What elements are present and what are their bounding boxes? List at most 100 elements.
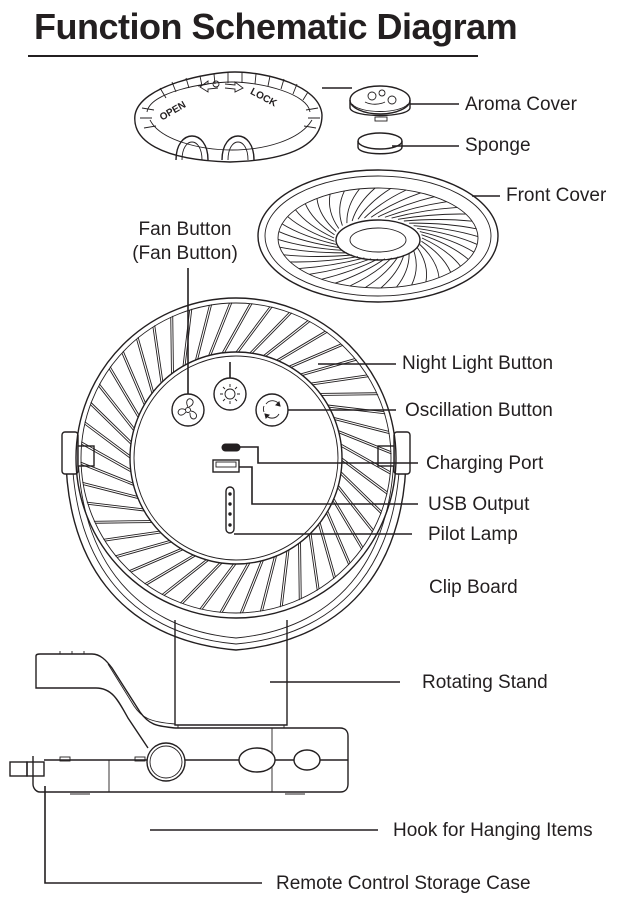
grille-bar <box>320 392 379 396</box>
usb-output-port <box>212 459 240 473</box>
front-cover-blade <box>357 188 392 220</box>
front-cover-blade <box>349 257 392 287</box>
charging-port-leader <box>240 446 418 464</box>
label-hook-for-hanging-items: Hook for Hanging Items <box>393 820 593 841</box>
grille-bar <box>170 315 174 374</box>
night-light-button[interactable] <box>213 377 247 411</box>
front-cover-blade <box>278 231 339 248</box>
rotate-arrows-icon <box>262 400 281 419</box>
grille-bar <box>337 485 374 533</box>
dial-teeth <box>140 73 320 129</box>
front-cover-blade <box>417 228 478 245</box>
stand-knob[interactable] <box>146 742 186 782</box>
front-cover-blade <box>304 203 335 236</box>
oscillation-button[interactable] <box>255 393 289 427</box>
front-cover-blade <box>377 196 435 218</box>
grille-bar <box>93 520 152 524</box>
label-night-light-button: Night Light Button <box>402 353 554 374</box>
grille-bar <box>84 421 131 459</box>
grille-bar <box>219 562 251 613</box>
grille-bar <box>279 549 290 608</box>
front-cover-blade <box>409 222 477 230</box>
grille-bar <box>80 461 134 486</box>
label-aroma-cover: Aroma Cover <box>465 94 577 115</box>
grille-bar <box>103 530 162 542</box>
label-rotating-stand: Rotating Stand <box>422 672 548 693</box>
base-body <box>9 727 349 795</box>
grille-bar <box>249 312 293 354</box>
pilot-lamp <box>225 486 235 534</box>
front-cover-blade <box>384 201 447 218</box>
grille-bar <box>235 306 273 353</box>
grille-bar <box>194 304 213 361</box>
front-cover-blade <box>380 254 405 289</box>
sun-light-icon <box>220 384 240 404</box>
grille-bar <box>288 343 344 368</box>
grille-bar <box>179 562 223 604</box>
front-cover-blade <box>397 213 466 220</box>
label-fan-button-line1: Fan Button <box>138 219 232 240</box>
clip-board-frame <box>61 431 411 651</box>
grille-bar <box>199 563 237 610</box>
grille-bar <box>121 350 146 406</box>
night-light-leader <box>229 362 396 378</box>
hook-for-hanging <box>35 651 176 749</box>
grille-bar <box>108 366 140 418</box>
open-arrow-icon <box>197 80 219 93</box>
front-cover-blade <box>351 187 376 222</box>
label-front-cover: Front Cover <box>506 185 607 206</box>
grille-bar <box>161 559 209 596</box>
label-charging-port: Charging Port <box>426 453 544 474</box>
grille-bar <box>332 498 364 550</box>
grille-bar <box>263 320 311 357</box>
front-cover-blade <box>411 250 417 286</box>
grille-bar <box>239 560 264 614</box>
lock-arrow-icon <box>224 81 244 93</box>
grille-bar <box>81 441 132 473</box>
grille-bar <box>300 358 358 376</box>
front-cover-blade <box>339 190 345 226</box>
front-cover-blade <box>364 189 407 219</box>
grille-bar <box>98 383 135 431</box>
remote-case-leader <box>44 786 262 884</box>
fan-grille <box>75 297 397 619</box>
front-cover-blade <box>309 258 372 275</box>
front-cover-blade <box>421 234 469 260</box>
front-cover-blade <box>298 257 365 269</box>
front-cover-blade <box>334 258 386 284</box>
fan-button[interactable] <box>171 393 205 427</box>
grille-bar <box>326 510 351 566</box>
front-cover-blade <box>413 225 479 238</box>
base-buttons[interactable] <box>238 747 321 773</box>
aroma-dial-detail: OPEN LOCK <box>134 71 323 163</box>
front-cover-blade <box>279 246 347 254</box>
front-cover-blade <box>290 256 359 263</box>
grille-bar <box>86 501 145 512</box>
front-cover-blade <box>421 237 461 267</box>
label-usb-output: USB Output <box>428 494 530 515</box>
label-oscillation-button: Oscillation Button <box>405 400 553 421</box>
front-cover-blade <box>295 209 335 239</box>
grille-bar <box>308 532 320 591</box>
grille-bar <box>136 336 154 394</box>
title-underline <box>28 55 478 57</box>
grille-bar <box>128 548 184 573</box>
front-cover-blade <box>321 258 379 280</box>
label-remote-control-storage-case: Remote Control Storage Case <box>276 873 531 894</box>
grille-bar <box>114 540 172 558</box>
grille-bar <box>340 443 391 475</box>
label-fan-button-line2: (Fan Button) <box>132 242 238 264</box>
dial-open-text: OPEN <box>158 100 188 124</box>
front-cover-blade <box>370 192 422 218</box>
grille-bar <box>152 325 164 384</box>
front-cover-blade <box>403 219 473 222</box>
grille-bar <box>340 471 382 515</box>
aroma-cover-part <box>349 85 411 122</box>
grille-bar <box>276 330 328 362</box>
front-cover-part <box>257 169 499 303</box>
front-cover-blade <box>316 198 337 232</box>
front-cover-blade <box>281 223 337 245</box>
front-cover-blade <box>391 207 458 219</box>
grille-bar <box>298 542 302 601</box>
